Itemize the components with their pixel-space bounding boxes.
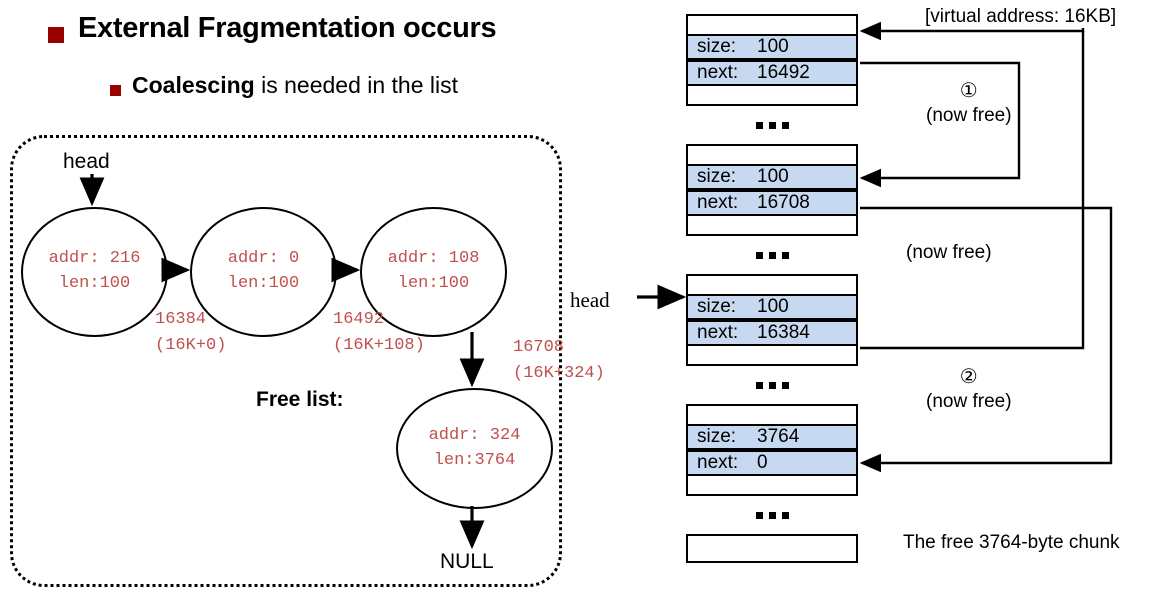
node-len: len:100 <box>397 274 470 293</box>
dot-icon <box>755 511 763 519</box>
edge-address: 16384 <box>155 310 207 329</box>
step-marker-2: ② <box>959 366 978 388</box>
next-value: 0 <box>757 452 768 473</box>
block-top-gap <box>688 274 856 294</box>
step-annotation: (now free) <box>906 242 992 264</box>
free-chunk-note: The free 3764-byte chunk <box>903 532 1120 553</box>
block-tail-gap <box>688 534 856 563</box>
size-value: 3764 <box>757 426 800 447</box>
dot-icon <box>781 251 789 259</box>
next-value: 16492 <box>757 62 810 83</box>
step-marker-1: ① <box>959 80 978 102</box>
block-next-row: next: 16384 <box>688 320 856 346</box>
block-size-row: size: 100 <box>688 34 856 60</box>
step-text: (now free) <box>926 105 1012 126</box>
dot-icon <box>781 511 789 519</box>
freelist-node: addr: 108 len:100 <box>360 207 507 337</box>
step-text: (now free) <box>906 242 992 263</box>
memory-layout-table: size: 100 next: 16492 size: 100 next: 16… <box>686 14 858 563</box>
dot-icon <box>768 381 776 389</box>
size-key: size: <box>697 296 737 317</box>
block-bottom-gap <box>688 476 856 496</box>
size-value: 100 <box>757 36 789 57</box>
dot-icon <box>755 121 763 129</box>
block-next-row: next: 0 <box>688 450 856 476</box>
edge-address-label: 16492 (16K+108) <box>333 307 425 358</box>
page-title: External Fragmentation occurs <box>78 12 497 44</box>
step-annotation: ② (now free) <box>926 364 1012 415</box>
ellipsis-separator <box>686 366 858 404</box>
node-addr: addr: 108 <box>387 249 480 269</box>
block-bottom-gap <box>688 86 856 106</box>
dot-icon <box>781 121 789 129</box>
edge-address-label: 16708 (16K+324) <box>513 335 605 386</box>
dot-icon <box>768 121 776 129</box>
next-value: 16384 <box>757 322 810 343</box>
block-bottom-gap <box>688 216 856 236</box>
edge-offset: (16K+324) <box>513 363 605 383</box>
freelist-node: addr: 0 len:100 <box>190 207 337 337</box>
block-top-gap <box>688 144 856 164</box>
virtual-address-connector <box>859 21 1085 41</box>
dot-icon <box>755 381 763 389</box>
freelist-head-label: head <box>63 150 110 173</box>
block-size-row: size: 100 <box>688 294 856 320</box>
next-key: next: <box>697 192 739 213</box>
node-len: len:100 <box>58 274 131 293</box>
next-key: next: <box>697 322 739 343</box>
step-annotation: ① (now free) <box>926 78 1012 129</box>
heading-bullet-square <box>48 27 64 43</box>
ellipsis-separator <box>686 496 858 534</box>
memory-block-tail <box>686 534 858 563</box>
block-size-row: size: 3764 <box>688 424 856 450</box>
edge-address: 16492 <box>333 310 385 329</box>
size-key: size: <box>697 426 737 447</box>
next-value: 16708 <box>757 192 810 213</box>
subheading: Coalescing is needed in the list <box>132 72 458 99</box>
step-text: (now free) <box>926 391 1012 412</box>
edge-address-label: 16384 (16K+0) <box>155 307 226 358</box>
next-key: next: <box>697 452 739 473</box>
node-addr: addr: 324 <box>428 425 521 445</box>
subheading-rest-part: is needed in the list <box>254 72 459 98</box>
block-top-gap <box>688 404 856 424</box>
memory-block: size: 3764 next: 0 <box>686 404 858 496</box>
memory-block: size: 100 next: 16492 <box>686 14 858 106</box>
memory-block: size: 100 next: 16384 <box>686 274 858 366</box>
freelist-node: addr: 216 len:100 <box>21 207 168 337</box>
ellipsis-separator <box>686 236 858 274</box>
block-next-row: next: 16492 <box>688 60 856 86</box>
node-addr: addr: 0 <box>227 249 300 269</box>
edge-offset: (16K+108) <box>333 335 425 355</box>
edge-offset: (16K+0) <box>155 335 227 355</box>
size-value: 100 <box>757 296 789 317</box>
freelist-node: addr: 324 len:3764 <box>396 388 553 509</box>
node-len: len:3764 <box>433 450 516 470</box>
size-key: size: <box>697 166 737 187</box>
virtual-address-note: [virtual address: 16KB] <box>925 6 1117 27</box>
null-terminator-label: NULL <box>440 550 494 573</box>
free-list-caption: Free list: <box>256 388 344 411</box>
block-next-row: next: 16708 <box>688 190 856 216</box>
edge-address: 16708 <box>513 338 565 357</box>
dot-icon <box>768 511 776 519</box>
block-bottom-gap <box>688 346 856 366</box>
memory-block: size: 100 next: 16708 <box>686 144 858 236</box>
ellipsis-separator <box>686 106 858 144</box>
dot-icon <box>768 251 776 259</box>
dot-icon <box>781 381 789 389</box>
size-key: size: <box>697 36 737 57</box>
subheading-bold-part: Coalescing <box>132 72 255 98</box>
node-addr: addr: 216 <box>48 249 141 269</box>
next-key: next: <box>697 62 739 83</box>
block-size-row: size: 100 <box>688 164 856 190</box>
free-list-panel <box>10 135 562 587</box>
size-value: 100 <box>757 166 789 187</box>
subheading-bullet-square <box>110 85 121 96</box>
node-len: len:100 <box>227 274 300 293</box>
memory-head-label: head <box>570 288 610 312</box>
dot-icon <box>755 251 763 259</box>
block-top-gap <box>688 14 856 34</box>
